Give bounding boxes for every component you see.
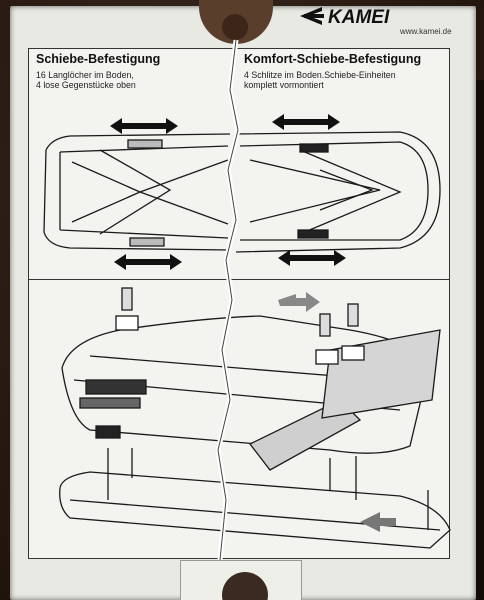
- arrow-right-bottom: [278, 250, 346, 266]
- brand-text: KAMEI: [328, 7, 390, 27]
- slide-arrow: [278, 292, 320, 312]
- roofbox-frame-left: [43, 133, 231, 251]
- right-section-title: Komfort-Schiebe-Befestigung: [244, 52, 422, 66]
- arrow-left-top: [110, 118, 178, 134]
- right-section-description: 4 Schlitze im Boden.Schiebe-Einheiten ko…: [244, 70, 396, 90]
- left-section-description: 16 Langlöcher im Boden, 4 lose Gegenstüc…: [36, 70, 136, 90]
- left-section-title: Schiebe-Befestigung: [36, 52, 161, 66]
- website-url: www.kamei.de: [400, 27, 452, 36]
- kamei-logo: KAMEI: [300, 7, 390, 27]
- arrow-right-top: [272, 114, 340, 130]
- hanging-hole: [222, 14, 248, 40]
- arrow-left-bottom: [114, 254, 182, 270]
- roofbox-frame-right: [235, 131, 441, 253]
- insert-arrow: [360, 512, 396, 532]
- roof-rail: [59, 471, 451, 549]
